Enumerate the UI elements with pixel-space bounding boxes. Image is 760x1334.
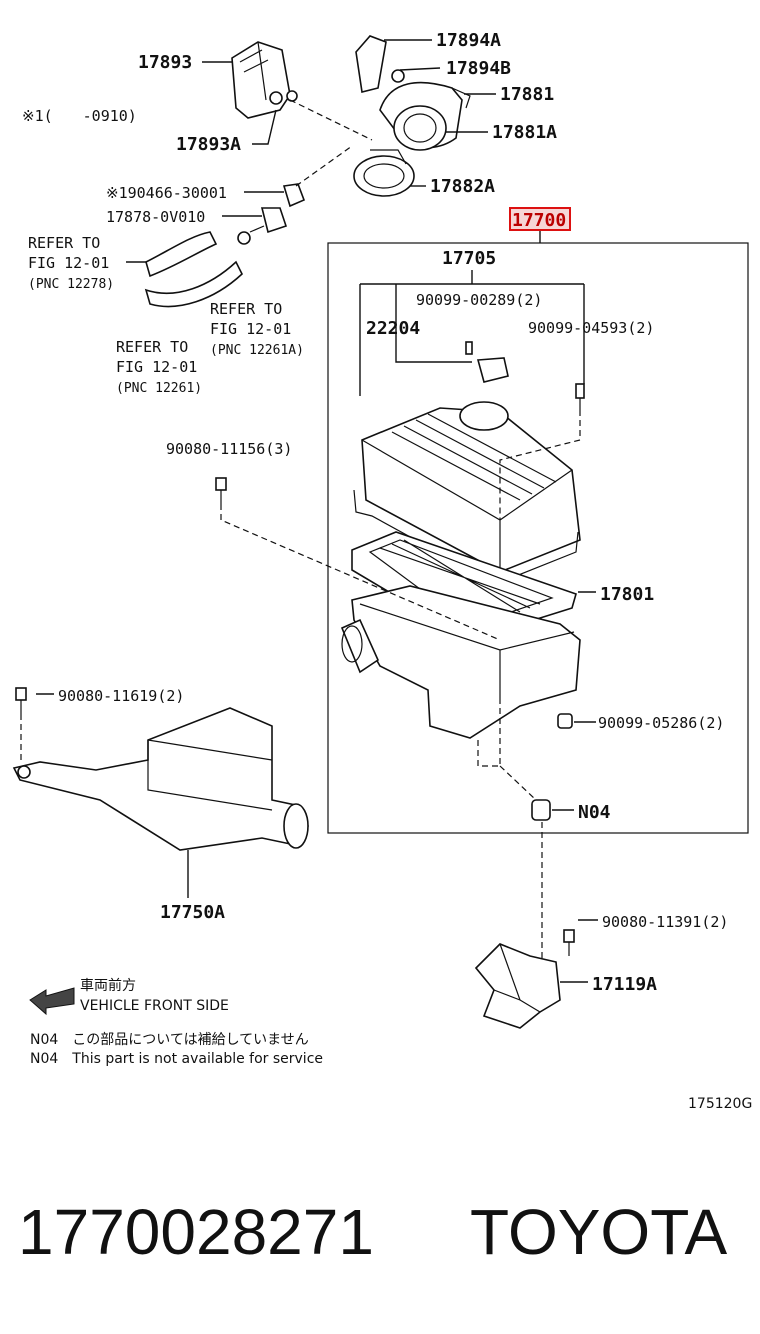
- vehicle-front-arrow-icon: [29, 987, 75, 1016]
- label-90466: ※190466-30001: [106, 184, 227, 202]
- label-17750A: 17750A: [160, 902, 225, 923]
- pipe-17878: [237, 207, 288, 245]
- label-N04: N04: [578, 802, 611, 823]
- bolt-90080-11391: [563, 929, 575, 956]
- clamp-17882A: [353, 149, 415, 197]
- ref3-line3: (PNC 12261): [116, 381, 202, 396]
- air-cleaner-case: [340, 585, 581, 739]
- label-17801: 17801: [600, 584, 654, 605]
- legend-n04-jp: N04 この部品については補給していません: [30, 1032, 309, 1048]
- ref1-line3: (PNC 12278): [28, 277, 114, 292]
- ref2-line3: (PNC 12261A): [210, 343, 304, 358]
- figure-code: 175120G: [688, 1096, 752, 1112]
- bolt-90080-11619: [15, 687, 27, 714]
- label-90099-05286: 90099-05286(2): [598, 714, 724, 732]
- label-17878: 17878-0V010: [106, 208, 205, 226]
- label-90099-00289: 90099-00289(2): [416, 291, 542, 309]
- screw-90099-04593: [575, 383, 585, 410]
- footer-brand: TOYOTA: [470, 1196, 728, 1268]
- intake-duct-17750A: [12, 707, 309, 851]
- label-90080-11391: 90080-11391(2): [602, 913, 728, 931]
- bolt-90080-11156: [215, 477, 227, 504]
- bracket-17119A: [474, 943, 561, 1029]
- label-90099-04593: 90099-04593(2): [528, 319, 654, 337]
- ref3-line1: REFER TO: [116, 338, 188, 356]
- label-17881A: 17881A: [492, 122, 557, 143]
- label-17119A: 17119A: [592, 974, 657, 995]
- label-17881: 17881: [500, 84, 554, 105]
- air-cleaner-cap: [353, 401, 581, 585]
- hoses-refer: [144, 231, 243, 308]
- filter-element-17801: [351, 531, 577, 641]
- label-17893: 17893: [138, 52, 192, 73]
- grommet-90099-05286: [557, 713, 573, 729]
- label-note1: ※1( -0910): [22, 107, 137, 125]
- label-90080-11619: 90080-11619(2): [58, 687, 184, 705]
- hose-17881: [379, 69, 471, 151]
- label-17894A: 17894A: [436, 30, 501, 51]
- ref1-line1: REFER TO: [28, 234, 100, 252]
- footer-part-number: 1770028271: [18, 1196, 374, 1268]
- label-17705: 17705: [442, 248, 496, 269]
- cushion-N04: [531, 799, 551, 821]
- label-17882A: 17882A: [430, 176, 495, 197]
- label-17700: 17700: [512, 210, 566, 231]
- maf-sensor-17894A: [355, 35, 387, 93]
- label-17893A: 17893A: [176, 134, 241, 155]
- connector-90466: [282, 183, 306, 208]
- legend-front-en: VEHICLE FRONT SIDE: [80, 998, 229, 1014]
- legend-n04-en: N04 This part is not available for servi…: [30, 1051, 323, 1067]
- ref1-line2: FIG 12-01: [28, 254, 109, 272]
- label-22204: 22204: [366, 318, 420, 339]
- assy-17700-box: [327, 242, 749, 834]
- highlight-17700: [509, 207, 571, 231]
- ref2-line2: FIG 12-01: [210, 320, 291, 338]
- legend-front-jp: 車両前方: [80, 977, 136, 994]
- label-17894B: 17894B: [446, 58, 511, 79]
- sensor-22204: [465, 341, 509, 383]
- resonator-17893: [231, 41, 298, 119]
- ref2-line1: REFER TO: [210, 300, 282, 318]
- label-90080-11156: 90080-11156(3): [166, 440, 292, 458]
- ref3-line2: FIG 12-01: [116, 358, 197, 376]
